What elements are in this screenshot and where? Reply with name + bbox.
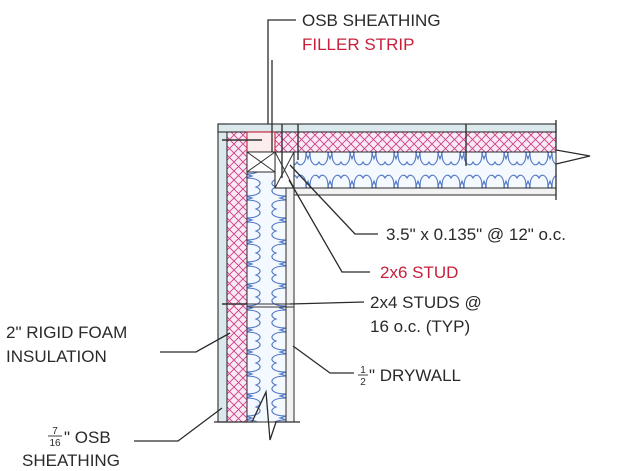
- svg-text:2: 2: [360, 377, 366, 388]
- filler-strip: [246, 131, 276, 153]
- corner-nails: [222, 124, 467, 305]
- label-drywall: 1 2 " DRYWALL: [358, 365, 461, 388]
- label-osb-bottom: 7 16 " OSB SHEATHING: [22, 426, 120, 470]
- labels: OSB SHEATHING FILLER STRIP 3.5" x 0.135"…: [6, 11, 566, 470]
- svg-text:1: 1: [360, 365, 366, 376]
- label-filler-strip: FILLER STRIP: [302, 35, 414, 54]
- break-line-bottom: [214, 389, 300, 441]
- svg-text:" DRYWALL: " DRYWALL: [369, 366, 461, 385]
- label-2x6-stud: 2x6 STUD: [380, 263, 458, 282]
- horizontal-rigid-foam: [274, 131, 557, 153]
- vertical-rigid-foam: [226, 123, 248, 423]
- leader-lines: [134, 19, 378, 442]
- svg-text:7: 7: [52, 426, 58, 437]
- vertical-drywall: [285, 171, 295, 423]
- svg-text:" OSB: " OSB: [64, 428, 111, 447]
- horizontal-insulation: [293, 151, 557, 189]
- vertical-wall: [217, 123, 295, 423]
- label-osb-sheathing: OSB SHEATHING: [302, 11, 441, 30]
- label-nail-spec: 3.5" x 0.135" @ 12" o.c.: [386, 225, 566, 244]
- svg-text:SHEATHING: SHEATHING: [22, 451, 120, 470]
- break-line-right: [555, 120, 591, 200]
- label-2x4-studs-line2: 16 o.c. (TYP): [370, 317, 470, 336]
- vertical-osb-sheathing: [217, 123, 228, 423]
- horizontal-osb-sheathing: [217, 123, 557, 133]
- svg-text:16: 16: [49, 438, 61, 449]
- horizontal-drywall: [293, 187, 557, 196]
- label-rigid-foam-line1: 2" RIGID FOAM: [6, 323, 127, 342]
- label-rigid-foam-line2: INSULATION: [6, 347, 107, 366]
- label-2x4-studs-line1: 2x4 STUDS @: [370, 293, 482, 312]
- vertical-insulation: [246, 149, 287, 423]
- corner-framing: [246, 131, 295, 189]
